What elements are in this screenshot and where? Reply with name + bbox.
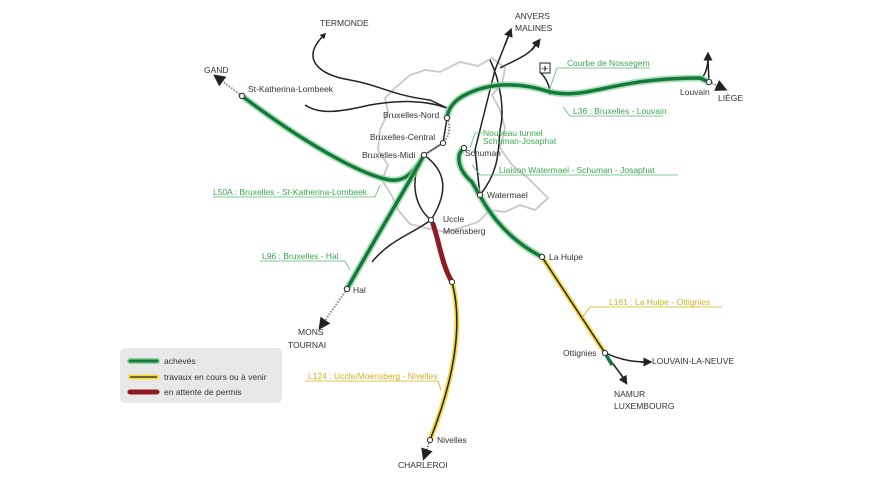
destination-arrows bbox=[319, 27, 713, 385]
station-bruxelles-central: Bruxelles-Central bbox=[370, 132, 435, 142]
legend-item-permit: en attente de permis bbox=[127, 387, 242, 397]
station-nodes bbox=[238, 78, 713, 444]
legend: achevés travaux en cours ou à venir en a… bbox=[120, 348, 282, 403]
label-liaison: Liaison Watermael - Schuman - Josaphat bbox=[499, 165, 655, 175]
airplane-icon: ✈ bbox=[539, 62, 551, 74]
dest-luxembourg: LUXEMBOURG bbox=[614, 401, 674, 411]
dest-liege: LIÈGE bbox=[718, 93, 743, 103]
legend-item-works: travaux en cours ou à venir bbox=[127, 372, 267, 382]
label-l96: L96 : Bruxelles - Hal bbox=[262, 251, 339, 261]
dest-anvers: ANVERS bbox=[515, 11, 550, 21]
station-node[interactable] bbox=[426, 436, 434, 444]
label-nouveau-tunnel: Nouveau tunnel bbox=[483, 128, 543, 138]
dest-gand: GAND bbox=[204, 65, 229, 75]
planned-lines bbox=[427, 254, 608, 443]
station-bruxelles-nord: Bruxelles-Nord bbox=[383, 110, 439, 120]
label-l36: L36 : Bruxelles - Louvain bbox=[573, 106, 667, 116]
label-l124: L124 : Uccle/Moensberg - Nivelles bbox=[308, 371, 437, 381]
completed-lines bbox=[238, 74, 713, 293]
station-node[interactable] bbox=[420, 151, 428, 159]
station-louvain: Louvain bbox=[680, 87, 710, 97]
station-schuman: Schuman bbox=[465, 148, 501, 158]
svg-text:✈: ✈ bbox=[542, 65, 549, 74]
dotted-extensions bbox=[213, 74, 728, 461]
dest-namur: NAMUR bbox=[614, 389, 645, 399]
label-l161: L161 : La Hulpe - Ottignies bbox=[609, 297, 710, 307]
station-bruxelles-midi: Bruxelles-Midi bbox=[362, 150, 415, 160]
dest-charleroi: CHARLEROI bbox=[398, 460, 448, 470]
station-node[interactable] bbox=[448, 278, 456, 286]
station-node[interactable] bbox=[439, 139, 447, 147]
station-node[interactable] bbox=[427, 216, 435, 224]
legend-label: achevés bbox=[164, 356, 196, 366]
callout-l96 bbox=[260, 260, 351, 271]
station-node[interactable] bbox=[705, 78, 713, 86]
callout-nossegem bbox=[549, 67, 650, 89]
station-node[interactable] bbox=[443, 114, 451, 122]
station-node[interactable] bbox=[343, 285, 351, 293]
brussels-region-outline bbox=[377, 56, 550, 233]
callout-liaison bbox=[471, 164, 678, 176]
dest-tournai: TOURNAI bbox=[288, 340, 326, 350]
station-node[interactable] bbox=[476, 191, 484, 199]
station-node[interactable] bbox=[460, 144, 468, 152]
callout-tunnel bbox=[469, 132, 483, 149]
station-moensberg: Moensberg bbox=[443, 226, 486, 236]
dest-malines: MALINES bbox=[515, 23, 553, 33]
dest-louvain-la-neuve: LOUVAIN-LA-NEUVE bbox=[652, 356, 734, 366]
station-node[interactable] bbox=[238, 92, 246, 100]
station-node[interactable] bbox=[538, 253, 546, 261]
callout-l124 bbox=[305, 380, 442, 391]
station-la-hulpe: La Hulpe bbox=[549, 252, 583, 262]
dest-mons: MONS bbox=[298, 327, 324, 337]
label-l50a: L50A : Bruxelles - St-Katherina-Lombeek bbox=[213, 187, 368, 197]
station-node[interactable] bbox=[601, 349, 609, 357]
label-courbe-nossegem: Courbe de Nossegem bbox=[567, 58, 650, 68]
legend-label: travaux en cours ou à venir bbox=[164, 372, 267, 382]
label-schuman-josaphat: Schuman-Josaphat bbox=[483, 136, 557, 146]
station-st-katherina: St-Katherina-Lombeek bbox=[248, 84, 334, 94]
permit-pending-line bbox=[430, 221, 455, 285]
station-hal: Hal bbox=[353, 285, 366, 295]
callout-l50a bbox=[213, 184, 381, 198]
station-nivelles: Nivelles bbox=[437, 435, 467, 445]
station-uccle: Uccle bbox=[443, 214, 465, 224]
legend-item-completed: achevés bbox=[127, 356, 196, 366]
dest-termonde: TERMONDE bbox=[320, 18, 369, 28]
callout-l161 bbox=[581, 306, 722, 319]
legend-label: en attente de permis bbox=[164, 387, 242, 397]
station-ottignies: Ottignies bbox=[563, 348, 597, 358]
callout-l36 bbox=[562, 106, 663, 117]
station-watermael: Watermael bbox=[487, 190, 528, 200]
